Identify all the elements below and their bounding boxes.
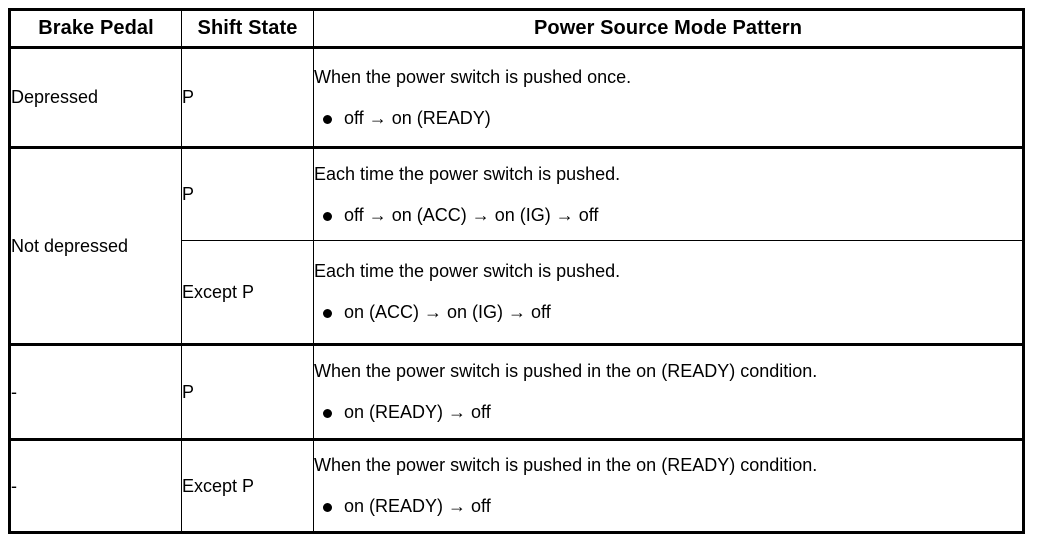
cell-brake-pedal: - — [9, 343, 182, 440]
pattern-title: When the power switch is pushed in the o… — [314, 455, 818, 476]
pattern-title: When the power switch is pushed once. — [314, 66, 632, 87]
cell-brake-pedal: - — [9, 438, 182, 533]
pattern-list: off → on (ACC) → on (IG) → off — [314, 204, 1022, 226]
list-item: on (READY) → off — [314, 496, 1022, 517]
cell-power-source-mode-pattern: When the power switch is pushed in the o… — [313, 438, 1024, 533]
pattern-list: off → on (READY) — [314, 107, 1022, 129]
bullet-icon — [323, 409, 332, 419]
table-row: - P When the power switch is pushed in t… — [9, 343, 1024, 440]
bullet-icon — [323, 114, 332, 124]
power-source-mode-table: Brake Pedal Shift State Power Source Mod… — [8, 8, 1025, 534]
table-row: Not depressed P Each time the power swit… — [9, 146, 1024, 345]
pattern-item-text: off → on (ACC) → on (IG) → off — [344, 204, 599, 225]
list-item: off → on (ACC) → on (IG) → off — [314, 204, 1022, 226]
cell-brake-pedal: Not depressed — [9, 146, 182, 345]
table-row: Except P Each time the power switch is p… — [10, 240, 1024, 345]
cell-brake-pedal: Depressed — [9, 47, 182, 148]
cell-shift-state: Except P — [181, 240, 314, 345]
cell-shift-state: Except P — [181, 438, 314, 533]
power-source-mode-table-container: Brake Pedal Shift State Power Source Mod… — [8, 8, 1025, 534]
table-header-row: Brake Pedal Shift State Power Source Mod… — [9, 9, 1024, 49]
pattern-list: on (READY) → off — [314, 496, 1022, 517]
pattern-title: Each time the power switch is pushed. — [314, 163, 621, 184]
pattern-item-text: on (READY) → off — [344, 402, 491, 423]
cell-shift-state: P — [181, 47, 314, 148]
cell-power-source-mode-pattern: Each time the power switch is pushed. on… — [313, 240, 1024, 345]
column-header-shift-state: Shift State — [181, 9, 314, 49]
list-item: on (READY) → off — [314, 402, 1022, 423]
table-row: Depressed P When the power switch is pus… — [9, 47, 1024, 148]
cell-power-source-mode-pattern: When the power switch is pushed in the o… — [313, 343, 1024, 440]
list-item: on (ACC) → on (IG) → off — [314, 302, 1022, 323]
list-item: off → on (READY) — [314, 107, 1022, 129]
cell-power-source-mode-pattern: When the power switch is pushed once. of… — [313, 47, 1024, 148]
pattern-title: When the power switch is pushed in the o… — [314, 361, 818, 382]
pattern-item-text: on (READY) → off — [344, 496, 491, 517]
pattern-title: Each time the power switch is pushed. — [314, 261, 621, 282]
column-header-brake-pedal: Brake Pedal — [9, 9, 182, 49]
pattern-list: on (ACC) → on (IG) → off — [314, 302, 1022, 323]
bullet-icon — [323, 211, 332, 221]
bullet-icon — [323, 503, 332, 513]
cell-shift-state: P — [181, 343, 314, 440]
bullet-icon — [323, 309, 332, 319]
pattern-item-text: on (ACC) → on (IG) → off — [344, 302, 551, 323]
pattern-list: on (READY) → off — [314, 402, 1022, 423]
table-row: - Except P When the power switch is push… — [9, 438, 1024, 533]
column-header-power-source-mode-pattern: Power Source Mode Pattern — [313, 9, 1024, 49]
cell-power-source-mode-pattern: Each time the power switch is pushed. of… — [313, 146, 1024, 241]
cell-shift-state: P — [181, 146, 314, 241]
pattern-item-text: off → on (READY) — [344, 107, 491, 128]
